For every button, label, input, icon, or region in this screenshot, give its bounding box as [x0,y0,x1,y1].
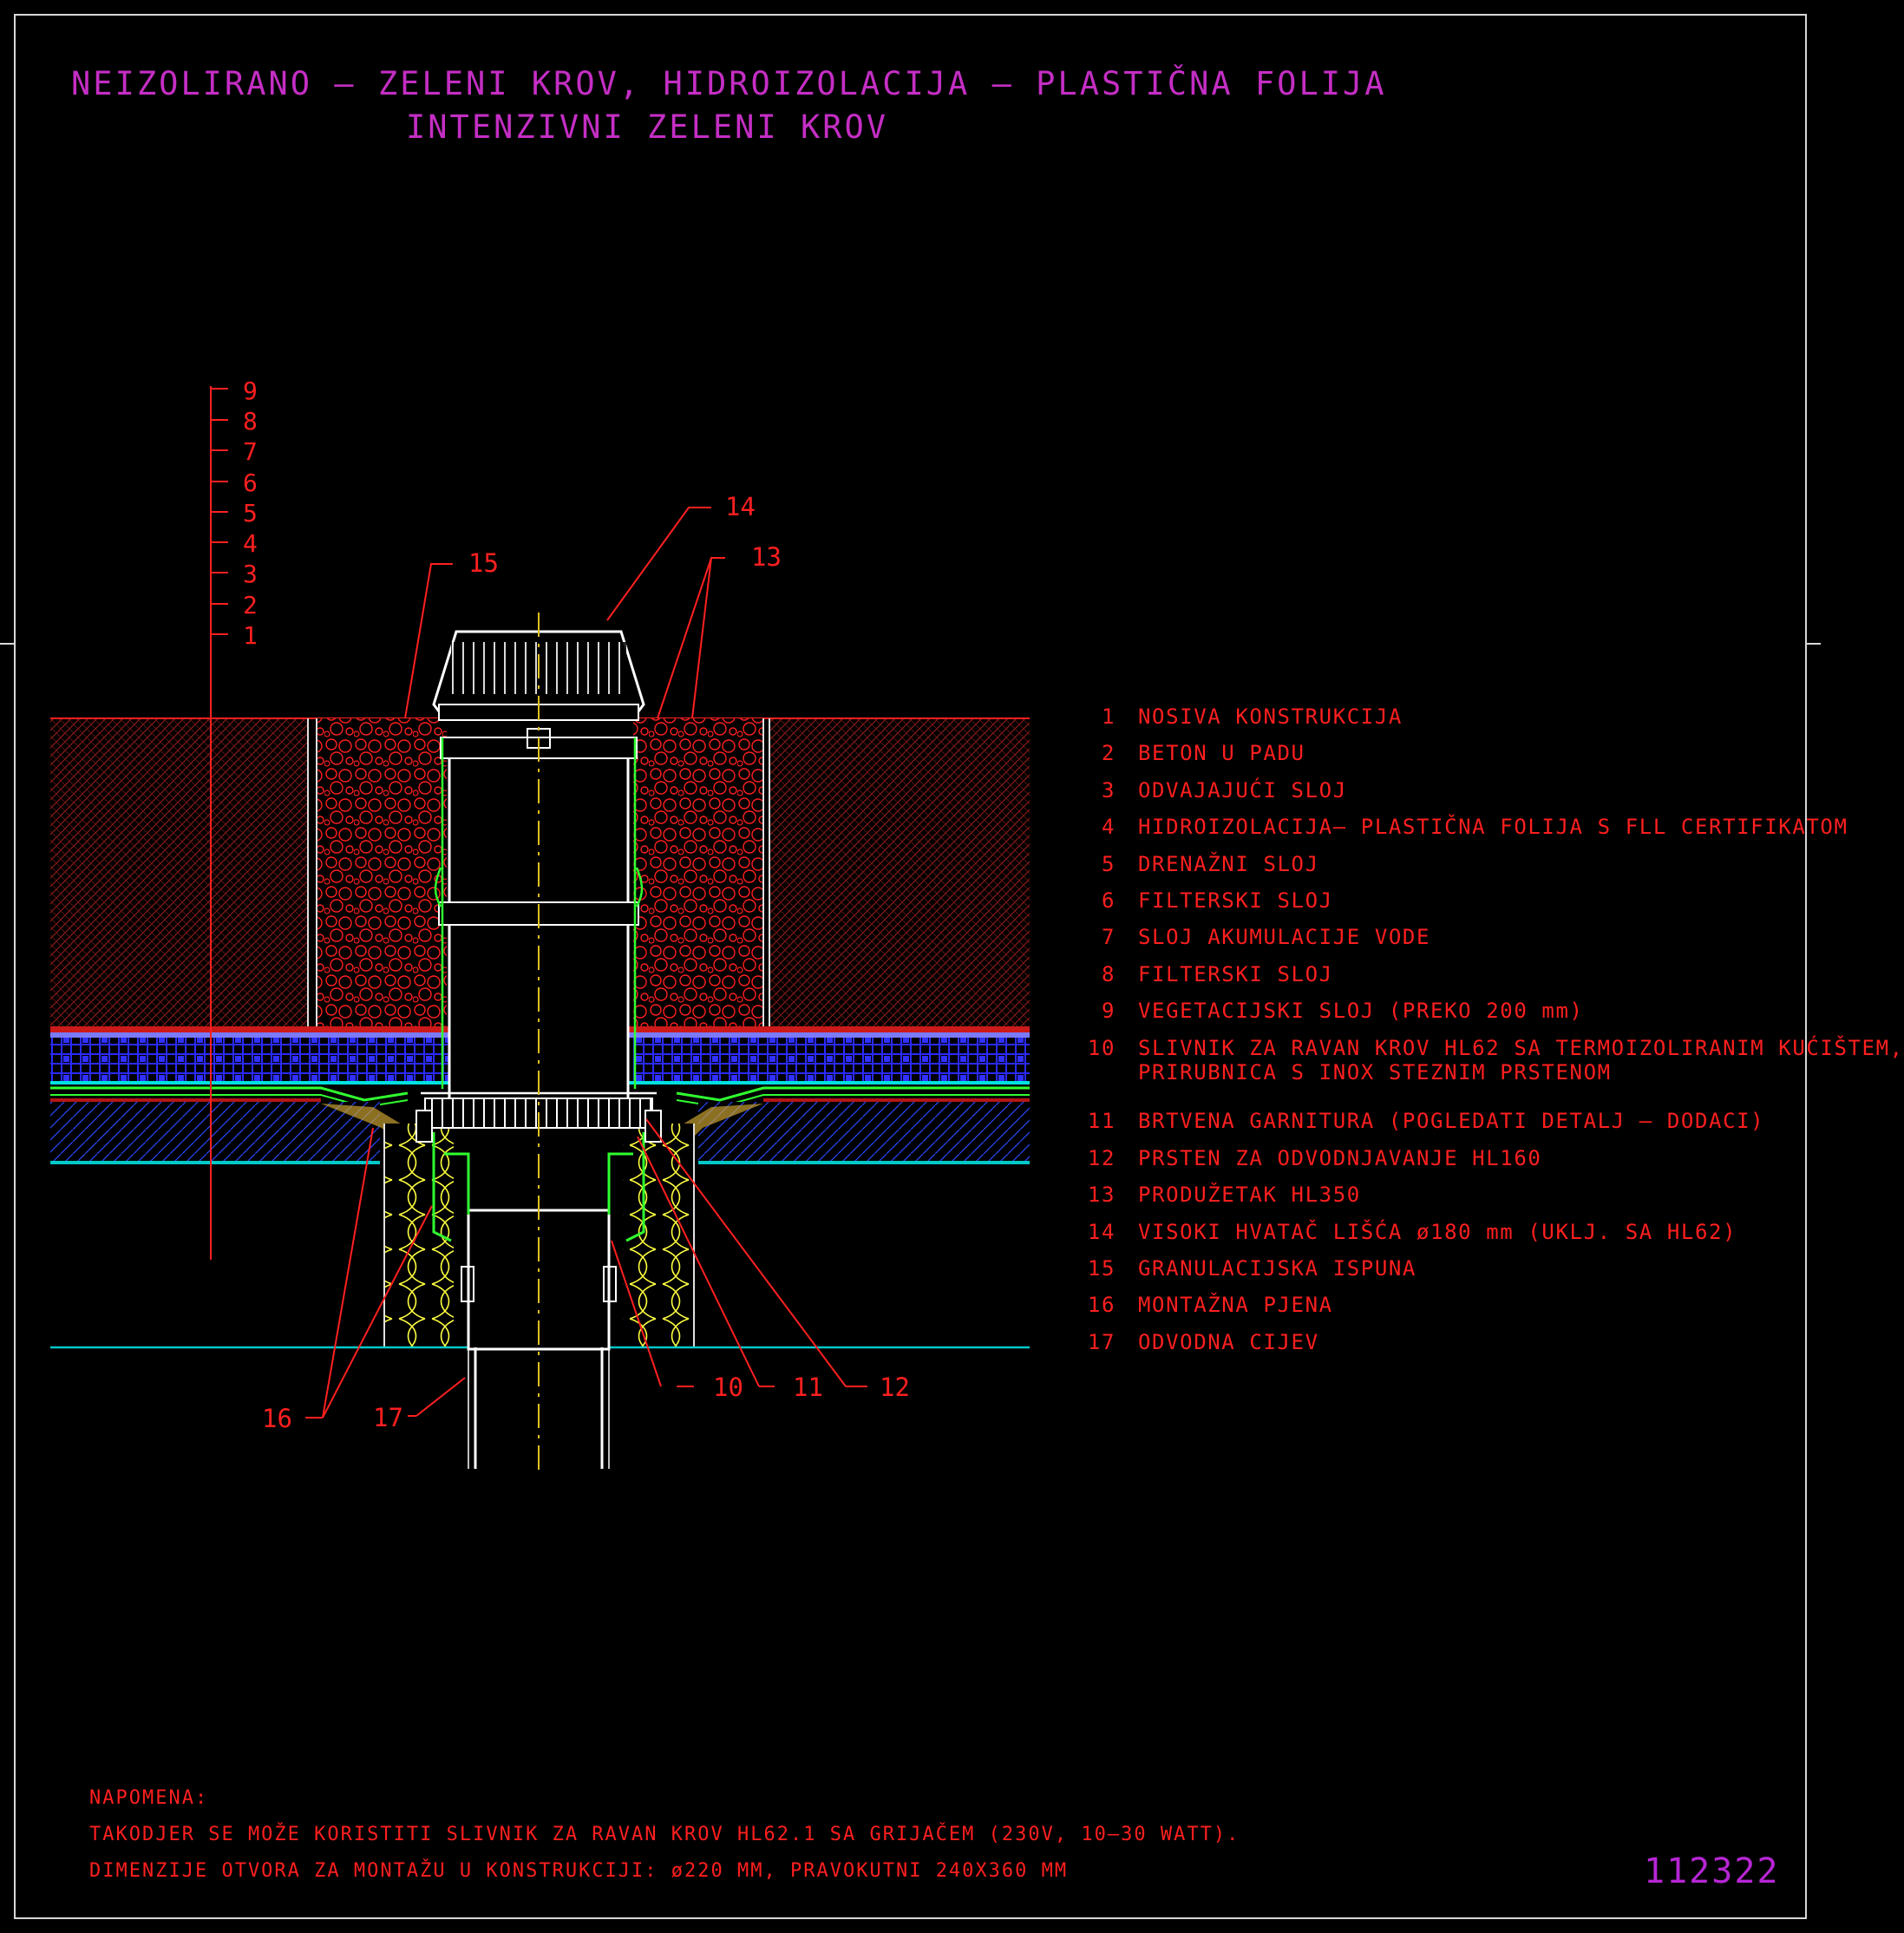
legend-item-14: 14 VISOKI HVATAČ LIŠĆA ø180 mm (UKLJ. SA … [1074,1220,1737,1244]
legend-number: 1 [1101,704,1116,729]
legend-text: MONTAŽNA PJENA [1138,1293,1333,1318]
scale-label-3: 3 [243,560,258,588]
granular-filling-right [633,718,763,1026]
concrete-slope-left [50,1102,380,1163]
legend-text-continued: PRIRUBNICA S INOX STEZNIM PRSTENOM [1138,1059,1612,1084]
drawing-frame [14,14,1807,1919]
legend-number: 14 [1087,1219,1116,1244]
drawing-number: 112322 [1644,1851,1780,1891]
legend-text: BRTVENA GARNITURA (POGLEDATI DETALJ – DO… [1138,1109,1765,1134]
callout-10: 10 [713,1373,743,1402]
legend-number: 4 [1101,815,1116,840]
legend-item-17: 17 ODVODNA CIJEV [1074,1330,1319,1354]
callout-12: 12 [880,1373,910,1402]
title-line-1: NEIZOLIRANO – ZELENI KROV, HIDROIZOLACIJ… [71,65,1387,102]
legend-text: GRANULACIJSKA ISPUNA [1138,1256,1417,1281]
legend-item-8: 8 FILTERSKI SLOJ [1074,962,1333,986]
legend-text: BETON U PADU [1138,741,1305,766]
scale-label-4: 4 [243,529,258,558]
legend-item-1: 1 NOSIVA KONSTRUKCIJA [1074,704,1403,729]
granular-filling-left [317,718,447,1026]
legend-number: 15 [1087,1256,1116,1281]
legend-item-9: 9 VEGETACIJSKI SLOJ (PREKO 200 mm) [1074,999,1584,1023]
legend-number: 16 [1087,1293,1116,1318]
frame-tick-left [0,643,14,645]
vegetation-layer-left [50,718,308,1026]
legend-text: NOSIVA KONSTRUKCIJA [1138,704,1403,729]
legend-text: HIDROIZOLACIJA– PLASTIČNA FOLIJA S FLL C… [1138,815,1848,840]
frame-tick-right [1807,643,1821,645]
legend-text: ODVODNA CIJEV [1138,1329,1319,1354]
legend-item-7: 7 SLOJ AKUMULACIJE VODE [1074,925,1430,949]
legend-number: 3 [1101,777,1116,803]
legend-text: VEGETACIJSKI SLOJ (PREKO 200 mm) [1138,999,1584,1024]
legend-number: 13 [1087,1183,1116,1208]
legend-item-11: 11 BRTVENA GARNITURA (POGLEDATI DETALJ – … [1074,1109,1764,1133]
scale-label-5: 5 [243,499,258,527]
callout-13: 13 [751,542,782,572]
scale-label-8: 8 [243,407,258,436]
montage-foam-right [623,1124,694,1347]
legend-number: 2 [1101,741,1116,766]
title-line-2: INTENZIVNI ZELENI KROV [406,108,889,146]
scale-label-7: 7 [243,437,258,466]
legend-text: DRENAŽNI SLOJ [1138,851,1319,876]
note-heading: NAPOMENA: [89,1787,209,1809]
note-line-2: DIMENZIJE OTVORA ZA MONTAŽU U KONSTRUKCI… [89,1860,1069,1882]
callout-11: 11 [793,1373,823,1402]
callout-15: 15 [468,548,499,578]
legend-text: VISOKI HVATAČ LIŠĆA ø180 mm (UKLJ. SA HL… [1138,1219,1737,1244]
concrete-slope-right [698,1102,1030,1163]
note-line-1: TAKODJER SE MOŽE KORISTITI SLIVNIK ZA RA… [89,1824,1240,1845]
legend-number: 9 [1101,999,1116,1024]
legend-item-4: 4 HIDROIZOLACIJA– PLASTIČNA FOLIJA S FLL … [1074,815,1848,839]
legend-text: PRSTEN ZA ODVODNJAVANJE HL160 [1138,1145,1542,1170]
legend-text: FILTERSKI SLOJ [1138,961,1333,986]
legend-number: 8 [1101,961,1116,986]
callout-14: 14 [725,492,756,521]
section-drawing [50,386,1030,1475]
legend-text: PRODUŽETAK HL350 [1138,1183,1361,1208]
legend-item-13: 13 PRODUŽETAK HL350 [1074,1183,1361,1207]
legend-item-16: 16 MONTAŽNA PJENA [1074,1293,1333,1317]
legend-text: SLOJ AKUMULACIJE VODE [1138,925,1431,950]
legend-item-5: 5 DRENAŽNI SLOJ [1074,852,1319,876]
legend-number: 5 [1101,851,1116,876]
legend-text: FILTERSKI SLOJ [1138,888,1333,913]
legend-item-10: 10 SLIVNIK ZA RAVAN KROV HL62 SA TERMOIZO… [1074,1036,1904,1084]
scale-label-6: 6 [243,469,258,497]
callout-16: 16 [262,1404,292,1433]
legend-item-6: 6 FILTERSKI SLOJ [1074,888,1333,913]
callout-17: 17 [373,1403,403,1432]
legend-item-15: 15 GRANULACIJSKA ISPUNA [1074,1256,1417,1281]
legend-number: 17 [1087,1329,1116,1354]
scale-label-2: 2 [243,591,258,619]
legend-number: 7 [1101,925,1116,950]
vegetation-layer-right [769,718,1030,1026]
legend-item-3: 3 ODVAJAJUĆI SLOJ [1074,778,1347,803]
legend-item-2: 2 BETON U PADU [1074,741,1305,765]
drainage-layer-right [633,1038,1030,1081]
legend-number: 11 [1087,1109,1116,1134]
legend-number: 12 [1087,1145,1116,1170]
scale-label-9: 9 [243,377,258,405]
legend-item-12: 12 PRSTEN ZA ODVODNJAVANJE HL160 [1074,1146,1541,1170]
legend-text: ODVAJAJUĆI SLOJ [1138,777,1347,803]
drainage-layer-left [50,1038,449,1081]
legend-number: 10 [1087,1035,1116,1060]
scale-label-1: 1 [243,621,258,650]
legend-text: SLIVNIK ZA RAVAN KROV HL62 SA TERMOIZOLI… [1138,1035,1904,1060]
legend-number: 6 [1101,888,1116,913]
